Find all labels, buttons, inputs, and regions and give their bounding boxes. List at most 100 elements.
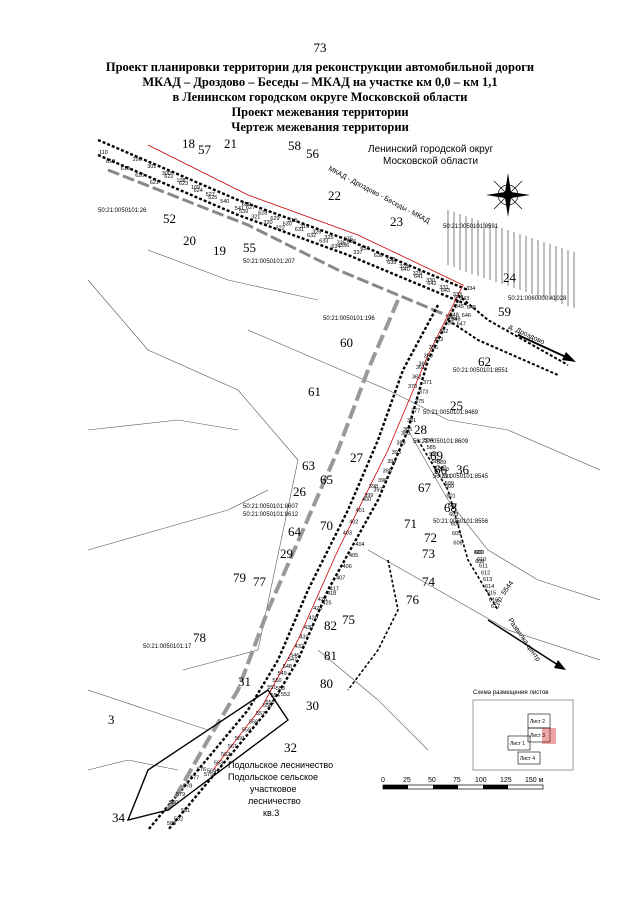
scale-tick: 100	[475, 777, 487, 784]
vertex-label: 549	[278, 671, 287, 677]
vertex-label: 432	[295, 644, 304, 650]
forestry-label-3: участковое	[250, 784, 297, 794]
vertex-label: 557	[256, 711, 265, 717]
vertex-label: 619	[121, 166, 130, 172]
vertex-label: 330	[426, 278, 435, 284]
vertex-label: 586	[429, 452, 438, 458]
inset-sheet-label: Лист 4	[520, 756, 535, 762]
parcel-label: 80	[320, 676, 333, 691]
scale-tick: 25	[403, 777, 411, 784]
vertex-label: 613	[483, 577, 492, 583]
vertex-label: 406	[343, 564, 352, 570]
title-line-3: в Ленинском городском округе Московской …	[172, 90, 468, 104]
vertex-label: 527	[206, 192, 215, 198]
vertex-label: 634	[331, 244, 340, 250]
vertex-label: 407	[336, 575, 345, 581]
parcel-label: 36	[456, 462, 470, 477]
sheet-layout-inset: Схема размещения листов Лист 2 Лист 3 Ли…	[472, 690, 574, 771]
vertex-label: 589	[437, 460, 446, 466]
vertex-label: 559	[242, 728, 251, 734]
vertex-label: 605	[452, 531, 461, 537]
scale-tick: 150 м	[525, 777, 544, 784]
parcel-label: 62	[478, 354, 491, 369]
vertex-label: 580	[169, 800, 178, 806]
parcel-label: 26	[293, 484, 307, 499]
vertex-label: 402	[349, 519, 358, 525]
vertex-label: 607	[474, 550, 483, 556]
vertex-label: 560	[235, 736, 244, 742]
vertex-label: 321	[251, 215, 260, 221]
vertex-label: 393	[392, 450, 401, 456]
vertex-label: 373	[419, 390, 428, 396]
vertex-label: 431	[299, 634, 308, 640]
vertex-label: 430	[304, 625, 313, 631]
vertex-label: 642	[427, 281, 436, 287]
vertex-label: 329	[413, 271, 422, 277]
vertex-label: 614	[485, 584, 494, 590]
vertex-label: 328	[399, 264, 408, 270]
parcel-label: 78	[193, 630, 206, 645]
vertex-label: 396	[378, 478, 387, 484]
parcel-label: 74	[422, 574, 436, 589]
vertex-label: 405	[349, 553, 358, 559]
cadastral-label: 50:21:0060000:41028	[508, 296, 567, 302]
parcel-label: 21	[224, 136, 237, 151]
vertex-label: 581	[181, 808, 190, 814]
vertex-label: 426	[318, 597, 327, 603]
vertex-label: 108	[176, 178, 185, 184]
survey-map: Ленинский городской округ Московской обл…	[87, 130, 601, 831]
vertex-label: 335	[337, 240, 346, 246]
vertex-label: 395	[383, 469, 392, 475]
vertex-label: 331	[439, 285, 448, 291]
forest-road-loop	[126, 689, 289, 822]
vertex-label: 617	[491, 604, 500, 610]
vertex-label: 640	[401, 267, 410, 273]
cadastral-label: 50:21:0050101:8551	[453, 368, 509, 374]
vertex-label: 631	[295, 227, 304, 233]
cadastral-label: 50:21:0050101:196	[323, 316, 375, 322]
vertex-label: 575	[204, 772, 213, 778]
vertex-label: 548	[283, 664, 292, 670]
vertex-label: 385	[403, 427, 412, 433]
parcel-big-labels: 18 57 21 58 56 22 23 24 52 20 19 55 59 6…	[108, 136, 517, 825]
parcel-label: 71	[404, 516, 417, 531]
parcel-label: 29	[280, 546, 293, 561]
vertex-label: 615	[487, 591, 496, 597]
vertex-label: 320	[263, 220, 272, 226]
hatch-area	[447, 210, 575, 308]
corridor-south	[147, 299, 499, 831]
vertex-label: 578	[183, 784, 192, 790]
vertex-label: 646	[462, 313, 471, 319]
vertex-label: 577	[190, 775, 199, 781]
vertex-label: 561	[228, 744, 237, 750]
vertex-label: 562	[221, 752, 230, 758]
parcel-label: 24	[503, 270, 517, 285]
vertex-label: 635	[344, 236, 353, 242]
vertex-label: 371	[423, 380, 432, 386]
parcel-label: 73	[422, 546, 435, 561]
vertex-label: 353	[434, 337, 443, 343]
parcel-label: 63	[302, 458, 315, 473]
vertex-label: 343	[460, 296, 469, 302]
map-canvas: Ленинский городской округ Московской обл…	[87, 136, 601, 831]
vertex-label: 425	[322, 600, 331, 606]
vertex-label: 554	[271, 693, 280, 699]
vertex-label: 397	[373, 487, 382, 493]
vertex-label: 639	[387, 260, 396, 266]
vertex-label: 583	[167, 821, 176, 827]
vertex-label: 348	[450, 312, 459, 318]
vertex-label: 636	[347, 239, 356, 245]
vertex-label: 604	[451, 522, 460, 528]
vertex-label: 301	[147, 164, 156, 170]
vertex-label: 375	[415, 399, 424, 405]
vertex-label: 601	[446, 493, 455, 499]
road-corridor	[97, 138, 569, 376]
vertex-label: 399	[364, 493, 373, 499]
vertex-label: 584	[424, 438, 433, 444]
vertex-label: 381	[407, 418, 416, 424]
inset-sheet-label: Лист 3	[530, 733, 545, 739]
vertex-label: 618	[106, 159, 115, 165]
parcel-label: 70	[320, 518, 333, 533]
forestry-label-1: Подольское лесничество	[228, 760, 333, 770]
parcel-label: 64	[288, 524, 302, 539]
